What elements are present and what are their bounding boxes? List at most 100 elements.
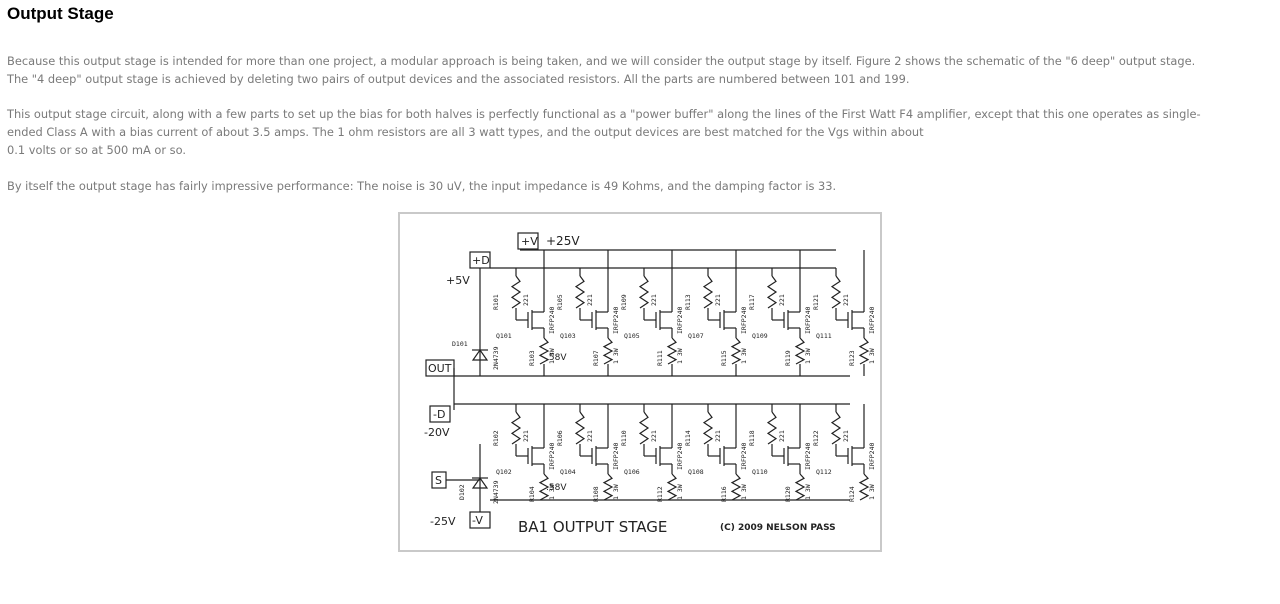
source-resistor-value: 1 3W	[548, 348, 556, 364]
transistor-device-label: IRFP240	[740, 443, 748, 470]
gate-resistor	[510, 411, 522, 445]
source-resistor	[666, 473, 678, 501]
paragraph-intro: Because this output stage is intended fo…	[7, 52, 1275, 88]
gate-resistor-value: 221	[714, 430, 722, 442]
gate-resistor-label: R113	[684, 294, 692, 310]
terminal-s: S	[431, 471, 447, 489]
paragraph-line: By itself the output stage has fairly im…	[7, 179, 837, 193]
bias-bottom-label: .58V	[546, 483, 567, 493]
page-title: Output Stage	[7, 4, 114, 23]
transistor-device-label: IRFP240	[740, 307, 748, 334]
source-resistor	[858, 473, 870, 501]
source-resistor	[538, 473, 550, 501]
gate-resistor-label: R114	[684, 430, 692, 446]
terminal-plus-d-voltage: +5V	[446, 274, 470, 287]
gate-resistor	[510, 275, 522, 309]
transistor-label: Q102	[496, 468, 512, 476]
bias-top-label: .58V	[546, 353, 567, 363]
paragraph-line: 0.1 volts or so at 500 mA or so.	[7, 143, 186, 157]
paragraph-performance: By itself the output stage has fairly im…	[7, 177, 1275, 195]
source-resistor	[730, 473, 742, 501]
gate-resistor	[574, 411, 586, 445]
gate-resistor	[638, 411, 650, 445]
source-resistor-label: R119	[784, 350, 792, 366]
source-resistor-label: R104	[528, 486, 536, 502]
source-resistor	[666, 337, 678, 365]
source-resistor-label: R115	[720, 350, 728, 366]
terminal-plus-v-voltage: +25V	[546, 234, 580, 248]
gate-resistor-label: R110	[620, 430, 628, 446]
source-resistor-label: R107	[592, 350, 600, 366]
zener-top-label: 2N4739	[492, 346, 500, 370]
transistor-device-label: IRFP240	[612, 307, 620, 334]
terminal-minus-d: -D -20V	[424, 405, 451, 439]
paragraph-power-buffer: This output stage circuit, along with a …	[7, 105, 1275, 159]
terminal-out: OUT	[425, 359, 455, 377]
gate-resistor-value: 221	[522, 294, 530, 306]
gate-resistor	[702, 275, 714, 309]
zener-bottom: D102 2N4739 .58V	[446, 444, 567, 512]
transistor-device-label: IRFP240	[676, 443, 684, 470]
schematic-title: BA1 OUTPUT STAGE	[518, 518, 667, 536]
transistor-device-label: IRFP240	[804, 307, 812, 334]
source-resistor-label: R108	[592, 486, 600, 502]
terminal-s-label: S	[435, 474, 442, 487]
source-resistor-value: 1 3W	[804, 348, 812, 364]
source-resistor	[602, 473, 614, 501]
transistor-label: Q108	[688, 468, 704, 476]
gate-resistor-value: 221	[714, 294, 722, 306]
terminal-plus-d-label: +D	[472, 254, 490, 267]
terminal-minus-v: -V -25V	[430, 511, 491, 529]
terminal-minus-d-label: -D	[433, 408, 445, 421]
gate-resistor-value: 221	[778, 430, 786, 442]
transistor-label: Q107	[688, 332, 704, 340]
source-resistor-value: 1 3W	[868, 348, 876, 364]
schematic-figure: +V +25V +D +5V OUT -D -20V S	[398, 212, 882, 552]
transistor-label: Q110	[752, 468, 768, 476]
source-resistor	[602, 337, 614, 365]
source-resistor-value: 1 3W	[740, 348, 748, 364]
terminal-plus-v-label: +V	[521, 235, 538, 248]
source-resistor-value: 1 3W	[868, 484, 876, 500]
gate-resistor-label: R102	[492, 430, 500, 446]
gate-resistor-value: 221	[842, 430, 850, 442]
gate-resistor	[766, 275, 778, 309]
transistor-device-label: IRFP240	[548, 307, 556, 334]
source-resistor-value: 1 3W	[548, 484, 556, 500]
terminal-plus-d: +D +5V	[446, 251, 491, 287]
source-resistor-label: R103	[528, 350, 536, 366]
source-resistor-label: R120	[784, 486, 792, 502]
source-resistor-value: 1 3W	[676, 484, 684, 500]
gate-resistor-label: R101	[492, 294, 500, 310]
gate-resistor-value: 221	[842, 294, 850, 306]
source-resistor-value: 1 3W	[612, 348, 620, 364]
transistor-device-label: IRFP240	[868, 443, 876, 470]
transistor-device-label: IRFP240	[676, 307, 684, 334]
gate-resistor	[574, 275, 586, 309]
source-resistor-value: 1 3W	[676, 348, 684, 364]
gate-resistor-label: R122	[812, 430, 820, 446]
transistor-label: Q104	[560, 468, 576, 476]
source-resistor-value: 1 3W	[804, 484, 812, 500]
source-resistor-label: R116	[720, 486, 728, 502]
source-resistor-value: 1 3W	[740, 484, 748, 500]
gate-resistor-value: 221	[650, 294, 658, 306]
gate-resistor-label: R118	[748, 430, 756, 446]
paragraph-line: ended Class A with a bias current of abo…	[7, 125, 924, 139]
gate-resistor-value: 221	[522, 430, 530, 442]
source-resistor-label: R123	[848, 350, 856, 366]
transistor-device-label: IRFP240	[548, 443, 556, 470]
gate-resistor-value: 221	[778, 294, 786, 306]
paragraph-line: This output stage circuit, along with a …	[7, 107, 1201, 121]
terminal-minus-v-label: -V	[472, 514, 483, 527]
